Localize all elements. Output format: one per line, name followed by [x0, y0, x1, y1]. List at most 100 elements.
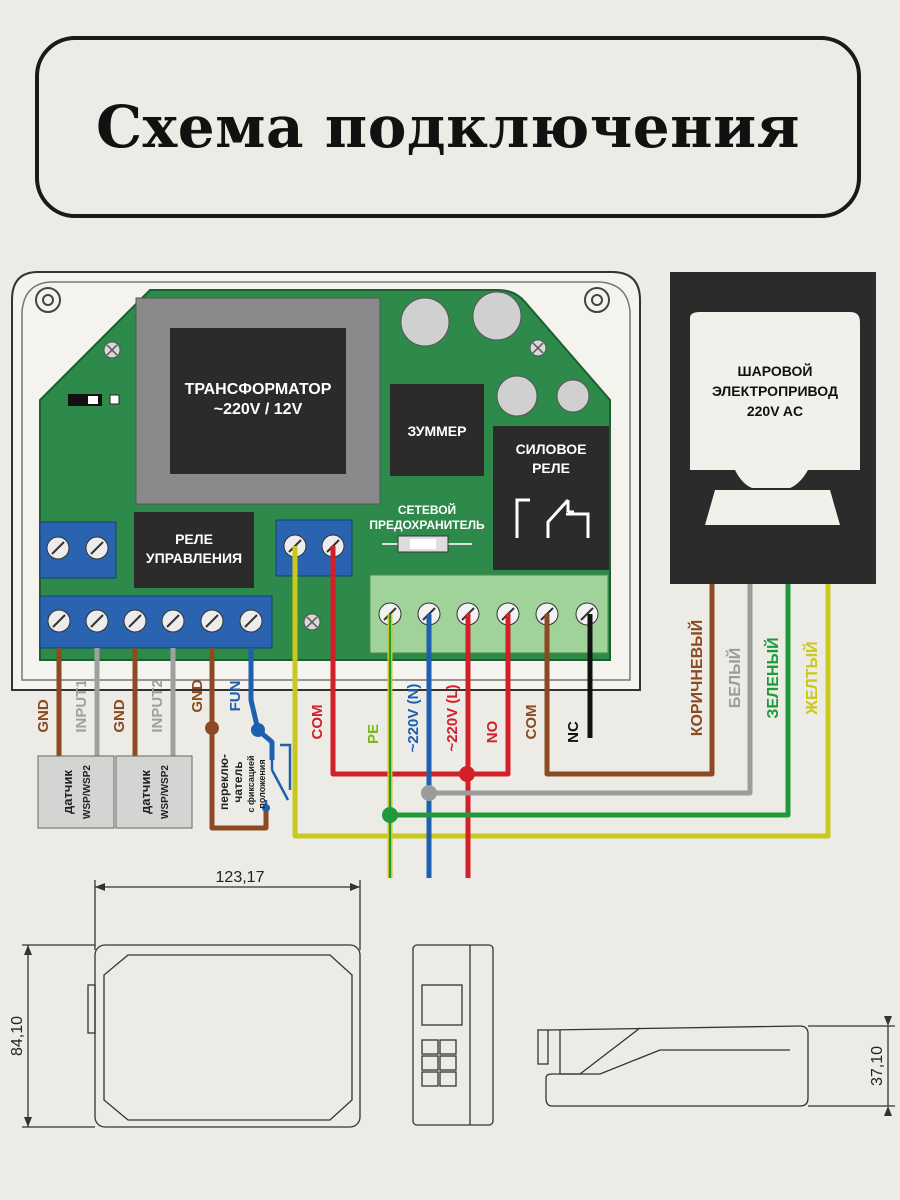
sensor-box: датчик WSP/WSP2 — [115, 755, 193, 829]
transformer-label: ТРАНСФОРМАТОР — [185, 381, 332, 398]
dim-height: 84,10 — [9, 1016, 26, 1056]
sensor-model: WSP/WSP2 — [160, 765, 171, 819]
dim-width: 123,17 — [216, 869, 265, 886]
control-relay-label: УПРАВЛЕНИЯ — [146, 550, 242, 566]
wire-no — [467, 614, 511, 777]
label-gnd1: GND — [35, 699, 52, 733]
label-no: NO — [484, 720, 501, 743]
sensor-box: датчик WSP/WSP2 — [37, 755, 115, 829]
wire-gnd3 — [209, 648, 269, 831]
label-l: ~220V (L) — [444, 684, 461, 751]
junction — [421, 785, 437, 801]
power-relay-label: СИЛОВОЕ — [516, 441, 587, 457]
junction — [251, 723, 265, 737]
fuse-icon — [382, 535, 472, 553]
wire-yellow — [292, 546, 831, 839]
wire-green — [390, 584, 791, 818]
junction — [205, 721, 219, 735]
switch-label-line: чатель — [231, 761, 245, 802]
transformer — [170, 328, 346, 474]
terminal-block — [275, 519, 353, 577]
top-view — [94, 944, 361, 1128]
side-view-port — [439, 1039, 457, 1055]
arrow-icon — [24, 945, 32, 955]
switch-label-line: с фиксацией — [246, 755, 256, 812]
switch-label-line: положения — [257, 759, 267, 808]
buzzer — [390, 384, 484, 476]
actuator-silhouette — [690, 312, 860, 488]
mount-hole — [584, 287, 610, 313]
power-relay — [493, 426, 609, 570]
side-view-panel — [421, 984, 463, 1026]
top-view-tab — [87, 984, 96, 1034]
wire-red-com — [330, 546, 467, 777]
enclosure-inner — [21, 281, 631, 681]
wire-white — [429, 584, 753, 796]
front-view-line — [559, 1030, 790, 1075]
junction — [382, 807, 398, 823]
capacitor — [400, 297, 450, 347]
top-view-inner — [103, 954, 353, 1121]
junction — [459, 766, 475, 782]
fuse-label: ПРЕДОХРАНИТЕЛЬ — [369, 518, 485, 532]
label-gnd3: GND — [189, 679, 206, 713]
actuator-label: ЭЛЕКТРОПРИВОД — [712, 383, 838, 399]
sensor-model: WSP/WSP2 — [82, 765, 93, 819]
fuse-label: СЕТЕВОЙ — [398, 502, 456, 517]
capacitor — [496, 375, 538, 417]
label-wire-brown: КОРИЧНЕВЫЙ — [687, 620, 706, 737]
wire-brown — [544, 584, 715, 777]
jumper-icon — [68, 394, 120, 406]
capacitor — [556, 379, 590, 413]
power-relay-label: РЕЛЕ — [532, 460, 570, 476]
label-com2: COM — [523, 705, 540, 740]
side-view-port — [439, 1071, 457, 1087]
label-n: ~220V (N) — [405, 684, 422, 753]
side-view-port — [421, 1039, 439, 1055]
label-gnd2: GND — [111, 699, 128, 733]
side-view-port — [439, 1055, 457, 1071]
actuator-stem — [705, 490, 840, 525]
mount-hole — [42, 294, 54, 306]
control-relay-label: РЕЛЕ — [175, 531, 213, 547]
switch-label: переклю- чатель с фиксацией положения — [217, 754, 267, 812]
label-fun: FUN — [227, 681, 244, 712]
relay-contact-icon — [566, 512, 590, 538]
label-pe: PE — [365, 724, 382, 744]
terminal-block — [39, 521, 117, 579]
actuator-label: ШАРОВОЙ — [738, 362, 813, 379]
side-view-port — [421, 1055, 439, 1071]
transformer-voltage: ~220V / 12V — [214, 401, 303, 418]
front-view — [545, 1025, 809, 1107]
label-nc: NC — [565, 721, 582, 743]
screw-icon — [303, 613, 321, 631]
arrow-icon — [884, 1106, 892, 1116]
capacitor — [472, 291, 522, 341]
relay-contact-icon — [515, 498, 574, 538]
page-title: Схема подключения — [95, 93, 801, 161]
label-input1: INPUT1 — [73, 679, 90, 732]
arrow-icon — [884, 1016, 892, 1026]
title-box: Схема подключения — [35, 36, 861, 218]
buzzer-label: ЗУММЕР — [408, 423, 467, 439]
control-relay — [134, 512, 254, 588]
side-view — [412, 944, 494, 1126]
mount-hole — [591, 294, 603, 306]
sensor-label: датчик — [138, 770, 153, 814]
side-view-port — [421, 1071, 439, 1087]
arrow-icon — [350, 883, 360, 891]
label-input2: INPUT2 — [149, 679, 166, 732]
arrow-icon — [95, 883, 105, 891]
switch-icon — [264, 743, 292, 810]
screw-icon — [103, 341, 121, 359]
sensor-label: датчик — [60, 770, 75, 814]
screw-icon — [529, 339, 547, 357]
arrow-icon — [24, 1117, 32, 1127]
label-wire-yellow: ЖЕЛТЫЙ — [802, 641, 821, 715]
dim-depth: 37,10 — [869, 1046, 886, 1086]
label-wire-green: ЗЕЛЕНЫЙ — [763, 637, 782, 718]
terminal-block — [39, 595, 273, 649]
actuator-label: 220V AC — [747, 403, 803, 419]
label-com1: COM — [309, 705, 326, 740]
